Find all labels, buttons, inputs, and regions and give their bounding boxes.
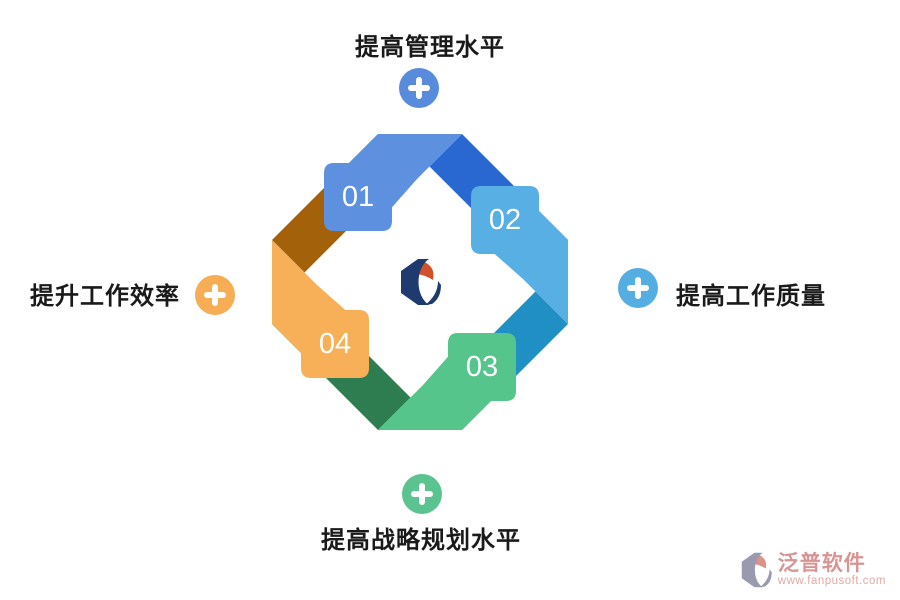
ribbon-arrow-2 [471,186,568,324]
ribbon-arrow-3 [378,333,516,430]
plus-bar [635,277,641,299]
plus-icon-right [618,268,658,308]
plus-bar [419,483,425,505]
step-number-2: 02 [489,204,521,236]
watermark: 泛普软件 www.fanpusoft.com [738,552,886,588]
step-number-3: 03 [466,351,498,383]
plus-icon-top [399,68,439,108]
plus-bar [212,284,218,306]
label-bottom: 提高战略规划水平 [321,527,521,554]
plus-icon-left [195,275,235,315]
plus-bar [416,77,422,99]
cycle-arrow-diagram: 01 02 03 04 [272,134,568,430]
watermark-url: www.fanpusoft.com [777,574,886,587]
watermark-brand: 泛普软件 [777,551,866,575]
step-number-1: 01 [342,181,374,213]
plus-icon-bottom [402,474,442,514]
label-right: 提高工作质量 [676,283,826,310]
ribbon-arrow-1 [324,134,462,231]
watermark-logo-icon [741,552,772,588]
label-top: 提高管理水平 [355,34,505,61]
step-number-4: 04 [319,328,351,360]
ribbon-arrow-4 [272,240,369,378]
label-left: 提升工作效率 [30,283,180,310]
center-logo-icon [401,259,441,305]
